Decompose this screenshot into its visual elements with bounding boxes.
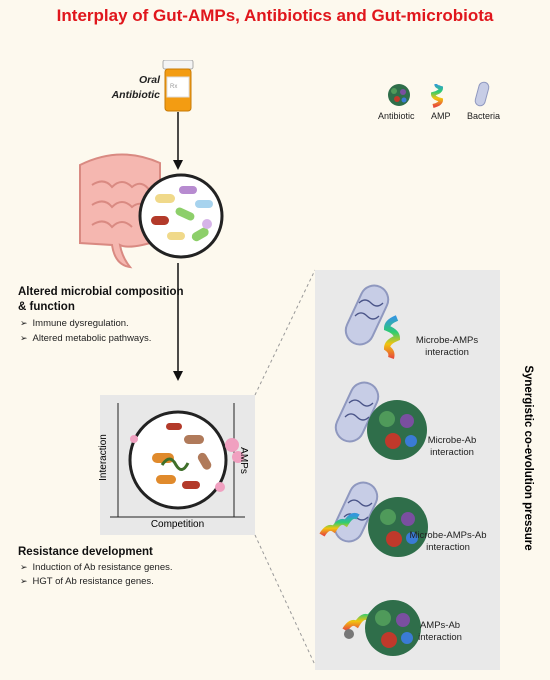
microbiota-circle (138, 173, 224, 259)
diagram-title: Interplay of Gut-AMPs, Antibiotics and G… (56, 6, 494, 25)
section1-bullet: Immune dysregulation. (20, 318, 129, 329)
competition-axis-label: Competition (150, 519, 205, 530)
arrow-down (173, 112, 183, 170)
pressure-label: Synergistic co-evolution pressure (522, 365, 534, 551)
microbe-antibiotic-illustration (334, 381, 427, 460)
section1-heading: Altered microbial composition & function (18, 286, 184, 313)
section1-bullet: Altered metabolic pathways. (20, 333, 152, 344)
zoom-lines (254, 269, 316, 666)
bacteria-legend-icon (474, 81, 490, 107)
section2-heading: Resistance development (18, 546, 153, 558)
interaction-axis-label: Interaction (97, 434, 109, 481)
arrow-down (173, 263, 183, 381)
legend-antibiotic-label: Antibiotic (378, 111, 415, 121)
amp-legend-icon (430, 84, 444, 108)
amp-antibiotic-illustration (342, 600, 421, 656)
svg-text:Rx: Rx (170, 84, 177, 90)
microbe-amp-antibiotic-illustration (319, 481, 428, 557)
interaction-panel (315, 270, 500, 670)
competition-box (100, 395, 255, 535)
microbe-amp-illustration (344, 284, 401, 359)
pill-bottle-icon: Rx (162, 60, 194, 112)
section2-bullet: HGT of Ab resistance genes. (20, 576, 154, 587)
amps-axis-label: AMPs (237, 447, 249, 474)
legend-bacteria-label: Bacteria (467, 111, 501, 121)
antibiotic-legend-icon (388, 84, 410, 106)
oral-antibiotic-label: Oral Antibiotic (111, 74, 160, 101)
section2-bullet: Induction of Ab resistance genes. (20, 562, 173, 573)
legend-amp-label: AMP (431, 111, 451, 121)
